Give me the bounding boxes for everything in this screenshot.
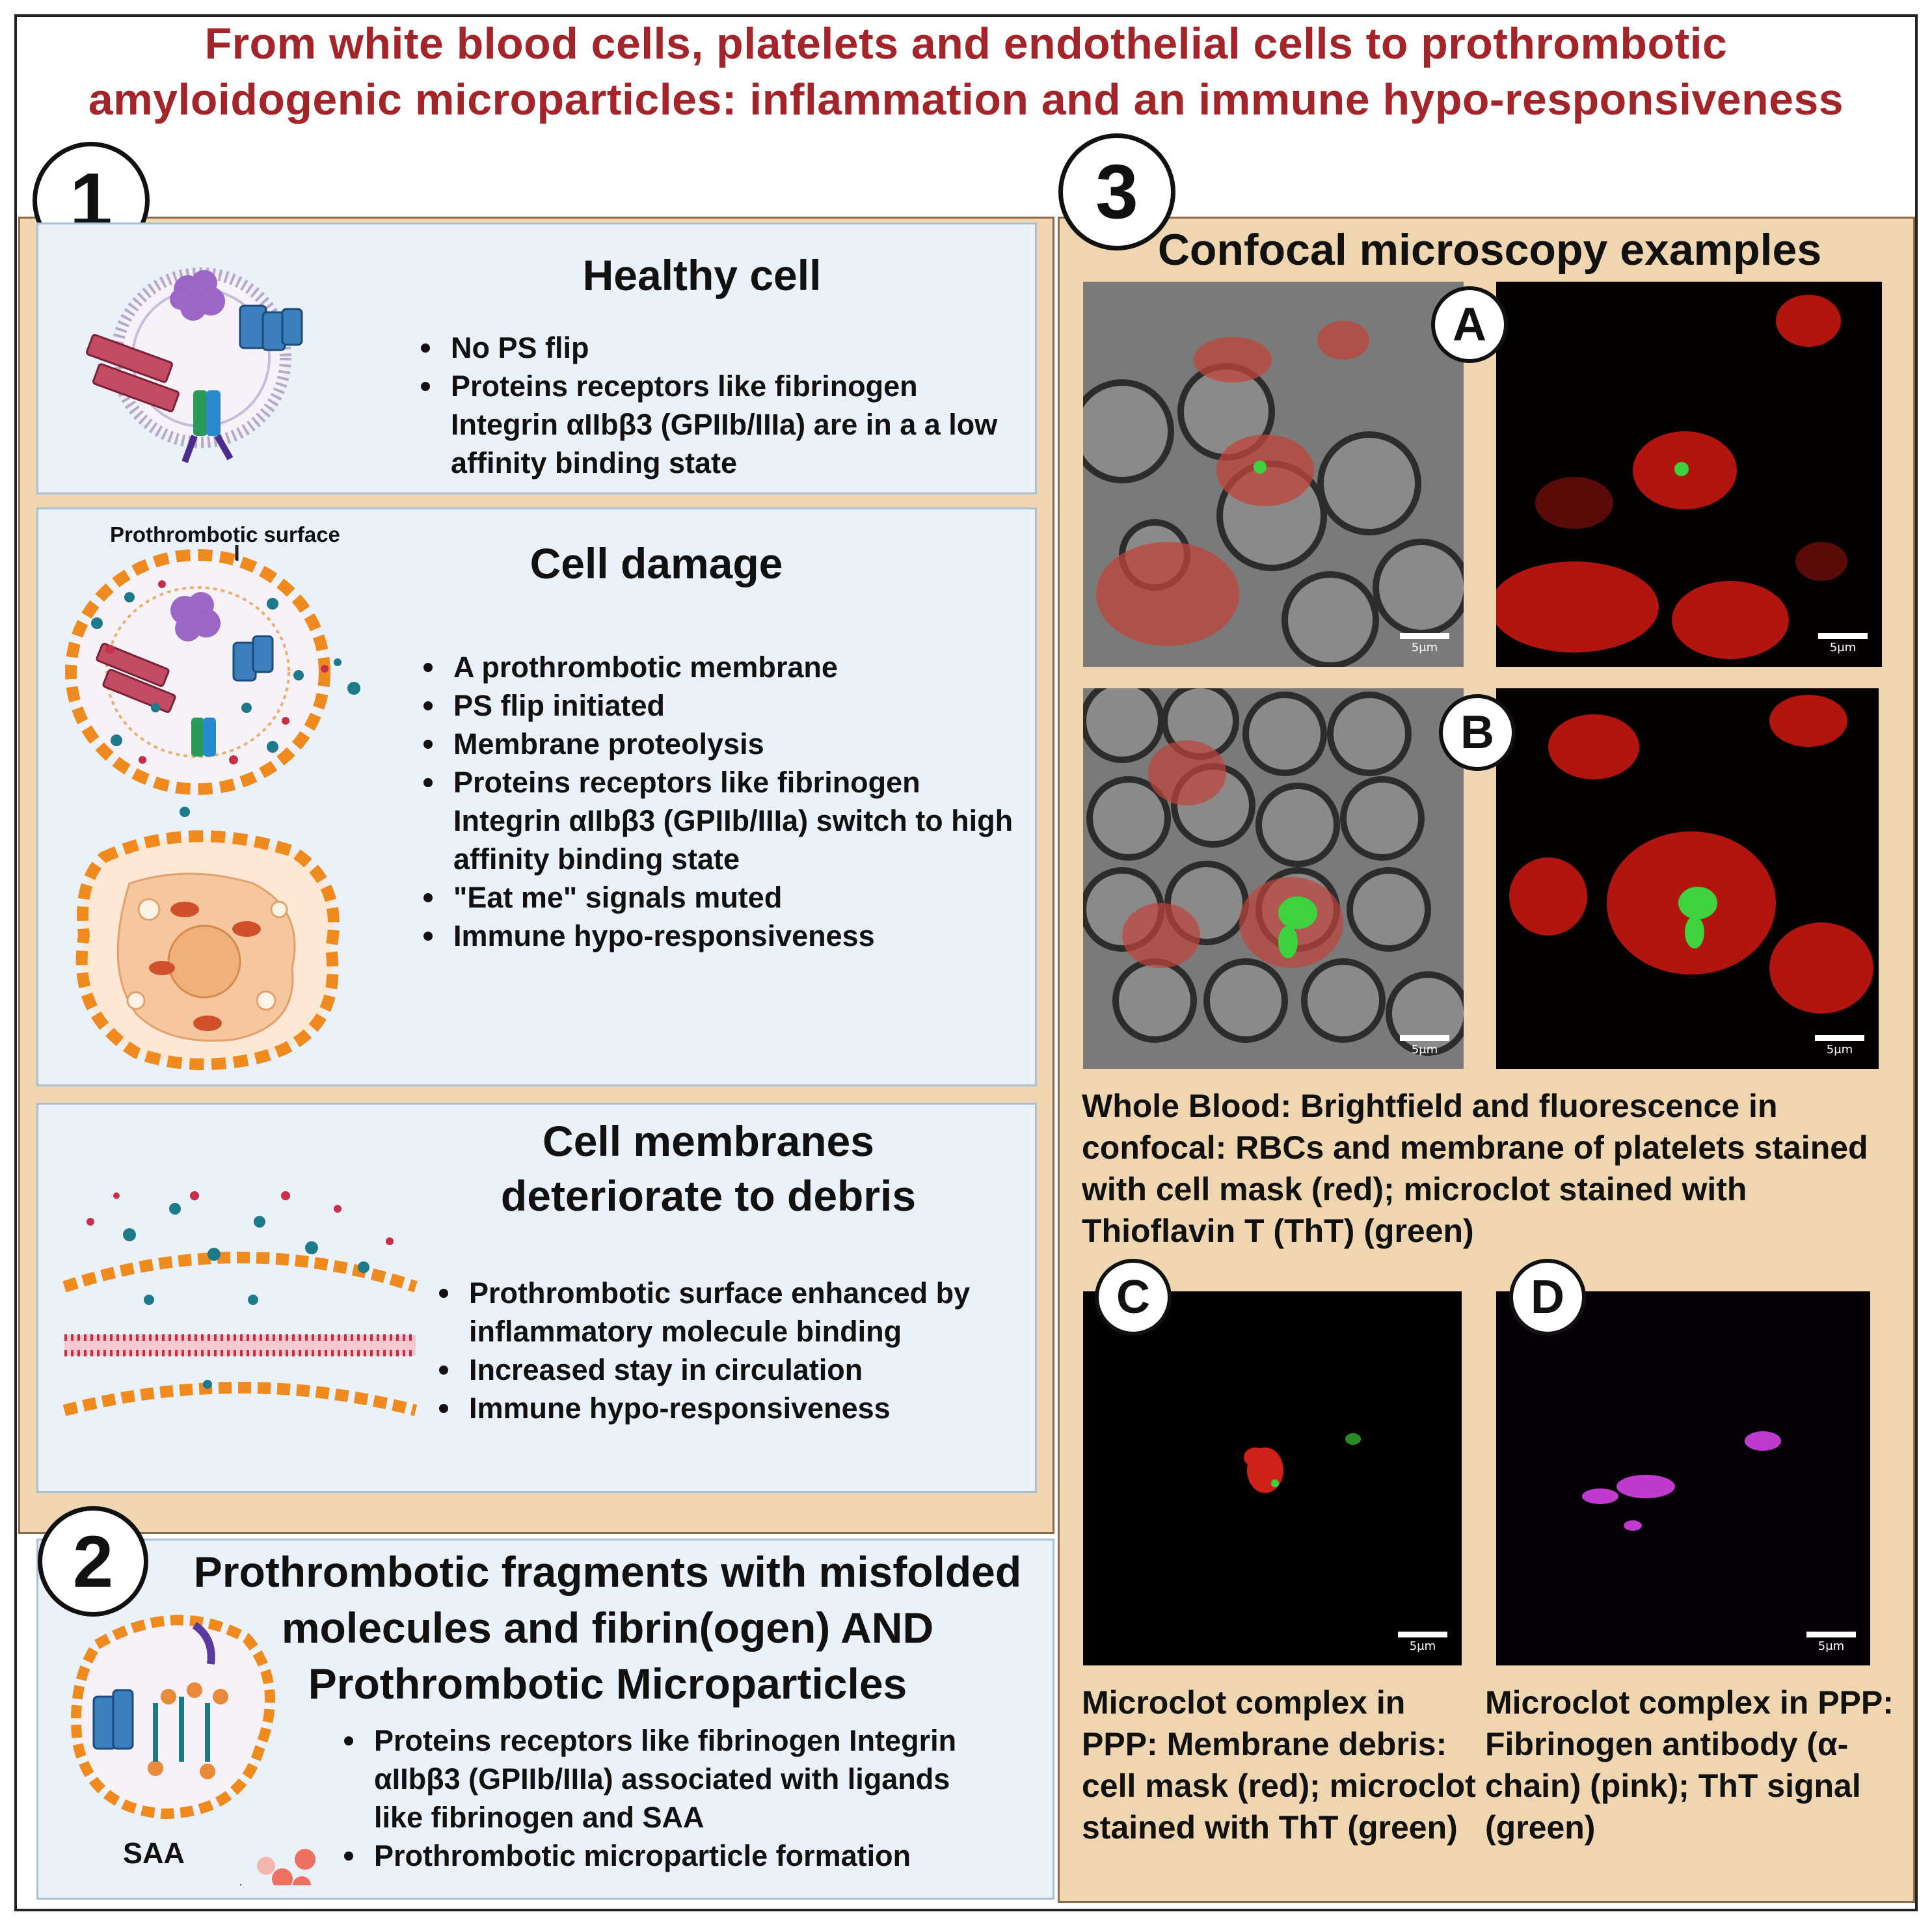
section-2-box: Prothrombotic fragments with misfolded m…: [36, 1539, 1054, 1900]
saa-label: SAA: [123, 1837, 185, 1870]
panel-b-fluorescence: 5μm: [1496, 688, 1879, 1069]
debris-bullets: Prothrombotic surface enhanced by inflam…: [434, 1274, 1032, 1427]
bullet: No PS flip: [416, 329, 1001, 367]
debris-title-line1: Cell membranes: [543, 1117, 874, 1165]
bullet: Immune hypo-responsiveness: [434, 1389, 1032, 1427]
bullet: Proteins receptors like fibrinogen Integ…: [416, 367, 1001, 482]
panel-c-label: C: [1095, 1259, 1172, 1336]
bullet: Prothrombotic surface enhanced by inflam…: [434, 1274, 1032, 1351]
panel-a-label: A: [1431, 286, 1508, 363]
section-3-badge: 3: [1058, 133, 1175, 250]
debris-title-line2: deteriorate to debris: [500, 1172, 917, 1220]
caption-panels-ab: Whole Blood: Brightfield and fluorescenc…: [1082, 1088, 1868, 1249]
bullet: Prothrombotic microparticle formation: [339, 1837, 989, 1875]
panel-a-brightfield-image: [1083, 282, 1464, 667]
section-2-badge: 2: [38, 1506, 148, 1617]
bullet: Proteins receptors like fibrinogen Integ…: [418, 763, 1017, 878]
figure-frame: [14, 14, 1918, 1911]
bullet: Proteins receptors like fibrinogen Integ…: [339, 1721, 989, 1837]
healthy-cell-title: Healthy cell: [582, 251, 822, 299]
panel-d-microclot: [1496, 1291, 1870, 1665]
bullet: "Eat me" signals muted: [418, 878, 1017, 917]
caption-panel-d: Microclot complex in PPP: Fibrinogen ant…: [1485, 1684, 1894, 1846]
panel-c-microclot: [1083, 1291, 1462, 1665]
section-2-bullets: Proteins receptors like fibrinogen Integ…: [339, 1721, 989, 1875]
bullet: Increased stay in circulation: [434, 1351, 1032, 1389]
section-2-title-line2: molecules and fibrin(ogen) AND: [281, 1604, 934, 1652]
caption-panel-c: Microclot complex in PPP: Membrane debri…: [1082, 1684, 1476, 1846]
cell-damage-title: Cell damage: [530, 539, 783, 587]
bullet: A prothrombotic membrane: [418, 648, 1017, 686]
figure-title-line2: amyloidogenic microparticles: inflammati…: [88, 75, 1844, 124]
panel-a-fluorescence-image: [1496, 282, 1882, 667]
microparticle-illustration: [71, 1615, 315, 1885]
bullet: Membrane proteolysis: [418, 725, 1017, 763]
debris-illustration: [62, 1191, 418, 1416]
scale-bar: 5μm: [1400, 1035, 1449, 1057]
section-2-title-line1: Prothrombotic fragments with misfolded: [193, 1548, 1022, 1596]
panel-a-fluorescence: 5μm: [1496, 282, 1882, 667]
panel-a-brightfield: 5μm: [1083, 282, 1464, 667]
prothrombotic-surface-label: Prothrombotic surface: [110, 522, 340, 546]
scale-bar: 5μm: [1806, 1632, 1856, 1654]
figure-title-line1: From white blood cells, platelets and en…: [204, 19, 1728, 68]
bullet: Immune hypo-responsiveness: [418, 917, 1017, 955]
section-2-title-line3: Prothrombotic Microparticles: [308, 1660, 907, 1708]
scale-bar: 5μm: [1815, 1035, 1864, 1057]
scale-bar: 5μm: [1400, 633, 1449, 655]
section-3-title: Confocal microscopy examples: [1157, 225, 1822, 275]
cell-damage-box: Prothrombotic surface Cell damage A prot…: [36, 507, 1037, 1086]
panel-b-brightfield: 5μm: [1083, 688, 1464, 1069]
panel-b-fluorescence-image: [1496, 688, 1879, 1069]
panel-d-label: D: [1509, 1259, 1586, 1336]
debris-box: Cell membranes deteriorate to debris Pro…: [36, 1103, 1037, 1493]
healthy-cell-illustration: [86, 267, 303, 463]
panel-b-brightfield-image: [1083, 688, 1464, 1069]
cell-damage-bullets: A prothrombotic membrane PS flip initiat…: [418, 648, 1017, 955]
cell-damage-illustration: [65, 545, 360, 1070]
panel-c-image: 5μm: [1083, 1291, 1462, 1665]
healthy-cell-box: Healthy cell No PS flip Proteins recepto…: [36, 222, 1037, 494]
healthy-cell-bullets: No PS flip Proteins receptors like fibri…: [416, 329, 1001, 482]
panel-d-image: 5μm: [1496, 1291, 1870, 1665]
panel-b-label: B: [1439, 694, 1516, 771]
scale-bar: 5μm: [1398, 1632, 1447, 1654]
scale-bar: 5μm: [1818, 633, 1868, 655]
bullet: PS flip initiated: [418, 686, 1017, 725]
